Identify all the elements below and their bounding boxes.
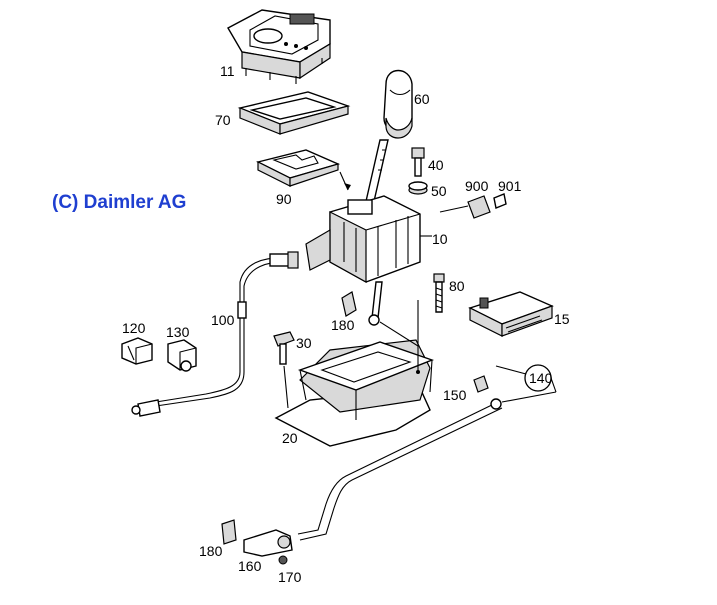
part-140-callout-circle (495, 364, 557, 393)
callout-180-lower: 180 (199, 543, 223, 559)
part-180-clip-lower (221, 519, 237, 545)
part-170-nut (278, 555, 288, 565)
callout-90: 90 (276, 191, 292, 207)
part-70-frame (237, 91, 351, 135)
part-11-console-panel (227, 9, 331, 84)
callout-150: 150 (443, 387, 467, 403)
callout-120: 120 (122, 320, 146, 336)
callout-15: 15 (554, 311, 570, 327)
part-30-bolt (273, 331, 295, 409)
callout-130: 130 (166, 324, 190, 340)
callout-10: 10 (432, 231, 448, 247)
callout-160: 160 (238, 558, 262, 574)
part-120-clip (121, 337, 153, 365)
part-160-adapter (243, 529, 293, 557)
part-10-shift-housing (305, 195, 432, 284)
part-20-base-plate (274, 300, 435, 447)
shift-rod (297, 391, 557, 541)
callout-11: 11 (220, 63, 235, 79)
part-50-washer (408, 181, 428, 195)
part-901-pin (493, 193, 507, 209)
part-180-clip-upper (341, 291, 357, 317)
part-900-connector (439, 195, 491, 219)
callout-40: 40 (428, 157, 444, 173)
callout-30: 30 (296, 335, 312, 351)
part-100-cable (131, 251, 299, 417)
part-15-control-module (468, 291, 554, 337)
callout-180-upper: 180 (331, 317, 355, 333)
callout-70: 70 (215, 112, 231, 128)
callout-900: 900 (465, 178, 489, 194)
copyright-label: (C) Daimler AG (52, 192, 187, 213)
callout-170: 170 (278, 569, 302, 585)
callout-140: 140 (529, 370, 553, 386)
part-130-clip (167, 339, 197, 372)
part-90-gate-plate (255, 149, 341, 187)
part-150-bushing (473, 375, 489, 393)
callout-60: 60 (414, 91, 430, 107)
callout-80: 80 (449, 278, 465, 294)
part-80-screw (433, 273, 445, 313)
part-60-selector-knob (363, 69, 413, 211)
callout-50: 50 (431, 183, 447, 199)
callout-20: 20 (282, 430, 298, 446)
callout-100: 100 (211, 312, 235, 328)
part-40-bolt (411, 147, 425, 177)
callout-901: 901 (498, 178, 522, 194)
